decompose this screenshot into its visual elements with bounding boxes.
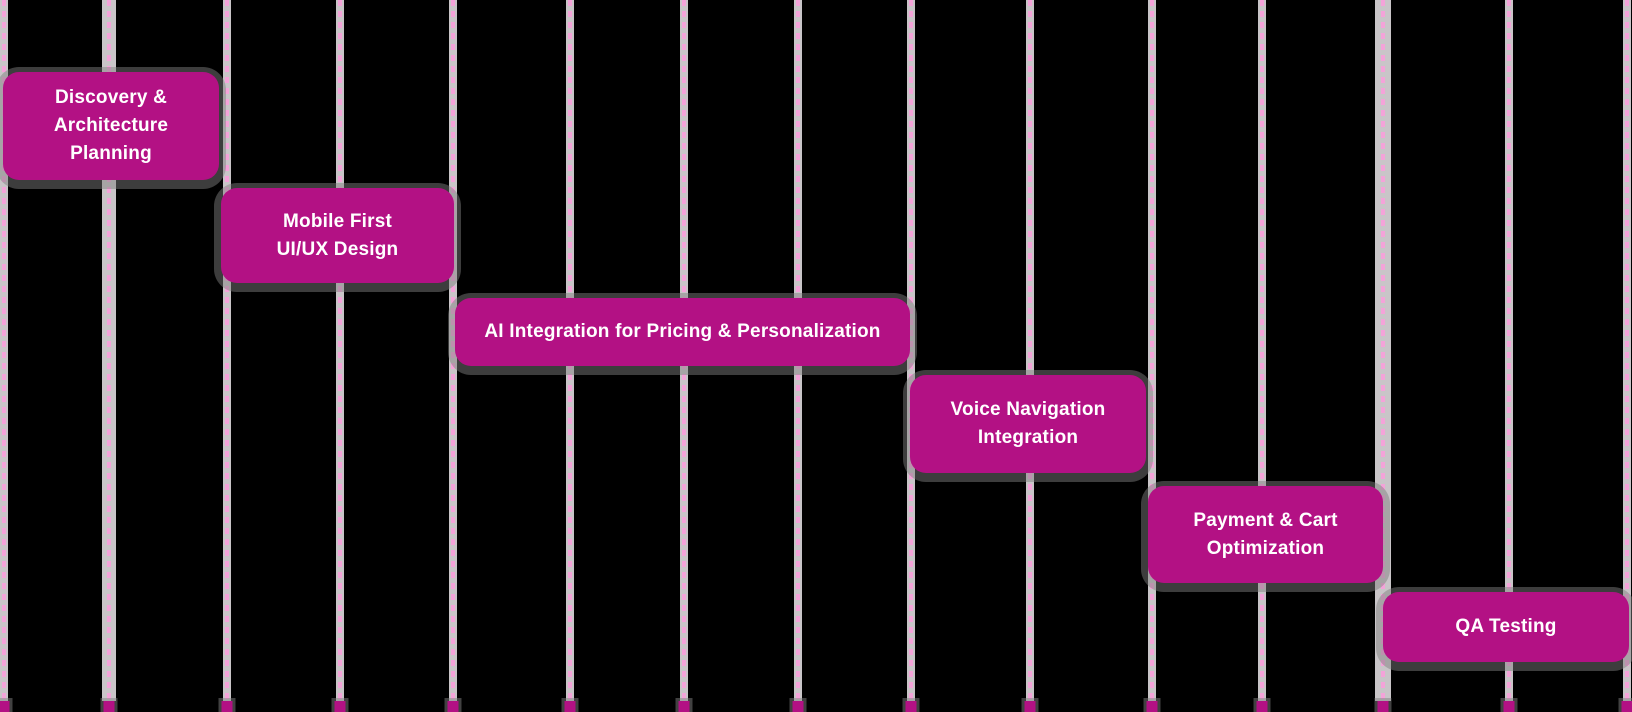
task-label-line: Optimization	[1206, 537, 1325, 559]
gridline	[1256, 0, 1268, 712]
task-label-line: Mobile First	[282, 210, 392, 232]
gridline-tick-marker	[0, 701, 10, 712]
gridline-dash	[1381, 0, 1385, 701]
gridline-dash	[1150, 0, 1154, 701]
gridline-dash	[2, 0, 6, 701]
task-bar-ai-integration-for-pricing-personalization: AI Integration for Pricing & Personaliza…	[455, 298, 910, 366]
task-label-line: Voice Navigation	[950, 399, 1106, 420]
task-label-line: Planning	[70, 143, 152, 164]
gridline	[0, 0, 10, 712]
gridline-tick-marker	[1377, 701, 1389, 712]
gridline	[1024, 0, 1036, 712]
gridline	[1503, 0, 1515, 712]
gridline-tick-marker	[1621, 701, 1632, 712]
task-label-line: UI/UX Design	[276, 238, 399, 260]
gridline-dash	[1028, 0, 1032, 701]
gridline-tick-marker	[1256, 701, 1268, 712]
gridline-dash	[225, 0, 229, 701]
gridline-tick-marker	[1024, 701, 1036, 712]
gridline-dash	[1260, 0, 1264, 701]
gridline-dash	[1507, 0, 1511, 701]
gridline-tick-marker	[103, 701, 115, 712]
gridline-tick-marker	[447, 701, 459, 712]
gridline-tick-marker	[1146, 701, 1158, 712]
task-label-line: Architecture	[53, 115, 169, 136]
gridline-tick-marker	[905, 701, 917, 712]
gridline-tick-marker	[221, 701, 233, 712]
gridline-tick-marker	[1503, 701, 1515, 712]
gridline	[447, 0, 459, 712]
gridline	[1146, 0, 1158, 712]
gridline	[1621, 0, 1632, 712]
gridline-dash	[451, 0, 455, 701]
gridline	[905, 0, 917, 712]
gridline-dash	[107, 0, 111, 701]
gridline-tick-marker	[564, 701, 576, 712]
task-label-line: Integration	[977, 427, 1079, 448]
gridline	[334, 0, 346, 712]
task-label-line: AI Integration for Pricing & Personaliza…	[484, 321, 881, 342]
task-label-line: Discovery &	[54, 87, 168, 108]
gridline-dash	[338, 0, 342, 701]
gridline-tick-marker	[678, 701, 690, 712]
gridline-tick-marker	[792, 701, 804, 712]
gridline-dash	[909, 0, 913, 701]
task-label-line: Payment & Cart	[1193, 509, 1338, 531]
gridline	[221, 0, 233, 712]
gridline-dash	[1625, 0, 1629, 701]
task-label-line: QA Testing	[1455, 616, 1557, 637]
task-bar-qa-testing: QA Testing	[1383, 592, 1629, 662]
gridline-tick-marker	[334, 701, 346, 712]
